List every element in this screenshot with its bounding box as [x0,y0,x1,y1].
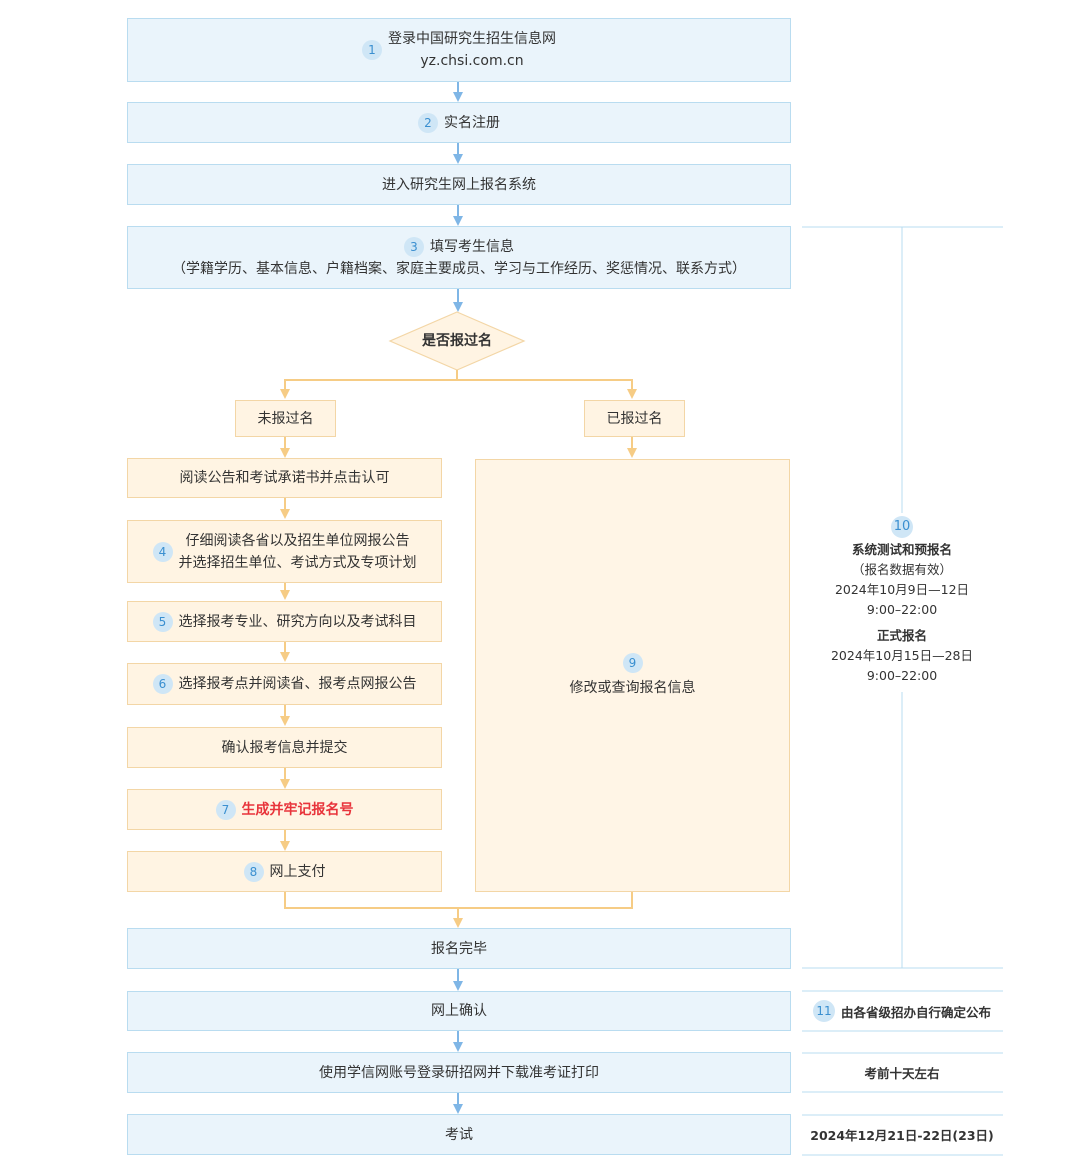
confirm-submit-box: 确认报考信息并提交 [127,727,442,768]
step-number-badge: 1 [362,40,382,60]
step-6-box: 6 选择报考点并阅读省、报考点网报公告 [127,663,442,705]
step-3-box: 3 填写考生信息 （学籍学历、基本信息、户籍档案、家庭主要成员、学习与工作经历、… [127,226,791,289]
step-6-label: 选择报考点并阅读省、报考点网报公告 [178,676,417,692]
exam-label: 考试 [445,1126,473,1143]
side-before-exam: 考前十天左右 [864,1066,940,1081]
print-admission-label: 使用学信网账号登录研招网并下载准考证打印 [319,1064,599,1081]
step-number-badge: 5 [152,611,173,632]
side-10-time2: 9:00–22:00 [866,668,938,683]
step-2-label: 实名注册 [444,114,500,131]
step-1-box: 1 登录中国研究生招生信息网 yz.chsi.com.cn [127,18,791,82]
side-11-label: 由各省级招办自行确定公布 [840,1004,991,1020]
step-7-label: 生成并牢记报名号 [241,801,354,818]
registered-box: 已报过名 [584,400,685,437]
step-number-badge: 11 [812,1000,835,1022]
step-7-box: 7 生成并牢记报名号 [127,789,442,830]
print-admission-box: 使用学信网账号登录研招网并下载准考证打印 [127,1052,791,1093]
enter-system-box: 进入研究生网上报名系统 [127,164,791,205]
step-number-badge: 7 [215,799,236,820]
step-3-details: （学籍学历、基本信息、户籍档案、家庭主要成员、学习与工作经历、奖惩情况、联系方式… [172,260,746,277]
side-10-date2: 2024年10月15日—28日 [830,648,974,663]
read-notice-label: 阅读公告和考试承诺书并点击认可 [179,470,390,486]
enter-system-label: 进入研究生网上报名系统 [382,176,536,193]
merge-line [284,892,633,909]
complete-label: 报名完毕 [431,940,487,957]
read-notice-box: 阅读公告和考试承诺书并点击认可 [127,458,442,498]
side-exam-date: 2024年12月21日-22日(23日) [810,1128,994,1143]
step-number-badge: 4 [152,541,173,562]
step-2-box: 2 实名注册 [127,102,791,143]
step-number-badge: 9 [622,652,643,673]
decision-label: 是否报过名 [422,333,492,349]
step-4-box: 4 仔细阅读各省以及招生单位网报公告 并选择招生单位、考试方式及专项计划 [127,520,442,583]
exam-box: 考试 [127,1114,791,1155]
side-step-11: 11 由各省级招办自行确定公布 [802,999,1002,1023]
step-1-title: 登录中国研究生招生信息网 [388,31,556,47]
side-10-title: 系统测试和预报名 [851,542,952,557]
step-9-box: 9 修改或查询报名信息 [475,459,790,892]
step-4-line1: 仔细阅读各省以及招生单位网报公告 [185,532,410,549]
side-step-10: 10 系统测试和预报名 （报名数据有效） 2024年10月9日—12日 9:00… [802,516,1002,686]
branch-right [457,379,637,399]
step-8-box: 8 网上支付 [127,851,442,892]
step-number-badge: 3 [404,236,424,257]
online-confirm-label: 网上确认 [431,1003,487,1019]
step-8-label: 网上支付 [269,863,326,880]
not-registered-box: 未报过名 [235,400,336,437]
registered-label: 已报过名 [606,410,663,427]
step-number-badge: 6 [152,674,173,694]
step-3-title: 填写考生信息 [430,238,514,255]
side-10-title2: 正式报名 [876,628,927,643]
complete-box: 报名完毕 [127,928,791,969]
step-number-badge: 2 [418,112,438,133]
step-4-line2: 并选择招生单位、考试方式及专项计划 [178,554,417,571]
step-9-label: 修改或查询报名信息 [569,679,696,696]
side-10-note: （报名数据有效） [851,562,952,577]
step-5-box: 5 选择报考专业、研究方向以及考试科目 [127,601,442,642]
step-number-badge: 8 [243,861,264,882]
confirm-submit-label: 确认报考信息并提交 [221,739,348,756]
not-registered-label: 未报过名 [257,410,314,427]
step-number-badge: 10 [891,516,913,538]
step-1-url: yz.chsi.com.cn [420,53,524,69]
online-confirm-box: 网上确认 [127,991,791,1031]
side-10-time1: 9:00–22:00 [866,602,938,617]
branch-left [280,379,457,399]
step-5-label: 选择报考专业、研究方向以及考试科目 [178,613,417,630]
side-10-date1: 2024年10月9日—12日 [834,582,970,597]
